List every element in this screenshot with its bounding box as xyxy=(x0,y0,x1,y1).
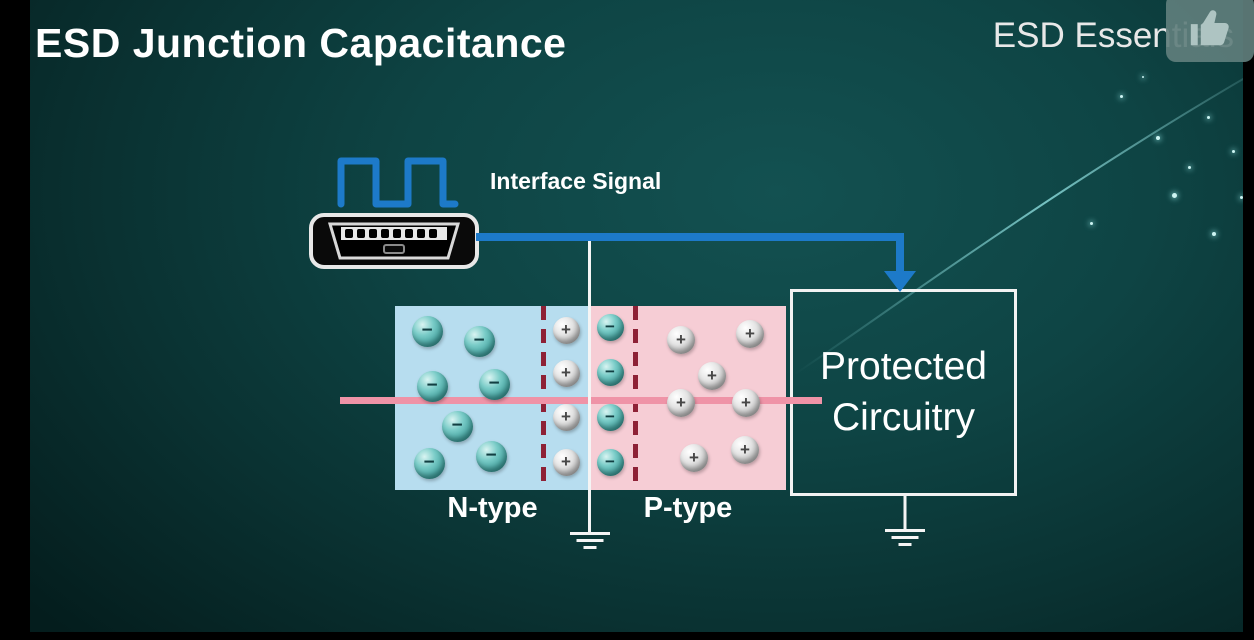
signal-arrow-icon xyxy=(884,271,916,292)
particle-dot xyxy=(1156,136,1160,140)
protected-label-line1: Protected xyxy=(820,344,987,388)
letterbox-left xyxy=(0,0,30,640)
protected-circuitry-box: Protected Circuitry xyxy=(790,289,1017,496)
protected-label-line2: Circuitry xyxy=(832,395,975,439)
particle-dot xyxy=(1172,193,1177,198)
particle-dot xyxy=(1142,76,1144,78)
n-type-label: N-type xyxy=(447,492,538,524)
like-button[interactable] xyxy=(1166,0,1254,62)
ground-symbol xyxy=(570,532,610,550)
junction-center-line xyxy=(588,240,591,532)
particle-dot xyxy=(1188,166,1191,169)
page-title: ESD Junction Capacitance xyxy=(35,20,567,66)
letterbox-bottom xyxy=(30,632,1243,640)
signal-wire-horizontal xyxy=(476,233,904,241)
p-type-label: P-type xyxy=(643,492,733,524)
particle-dot xyxy=(1207,116,1210,119)
letterbox-right xyxy=(1243,0,1254,640)
ground-symbol xyxy=(885,496,925,548)
particle-dot xyxy=(1212,232,1216,236)
particle-dot xyxy=(1120,95,1123,98)
square-wave-icon xyxy=(337,157,459,208)
signal-wire-vertical xyxy=(896,233,904,273)
hdmi-connector-icon xyxy=(309,213,479,269)
thumbs-up-icon xyxy=(1190,10,1229,46)
junction-signal-line xyxy=(340,397,822,404)
particle-dot xyxy=(1232,150,1235,153)
interface-signal-label: Interface Signal xyxy=(490,168,662,194)
particle-dot xyxy=(1090,222,1093,225)
